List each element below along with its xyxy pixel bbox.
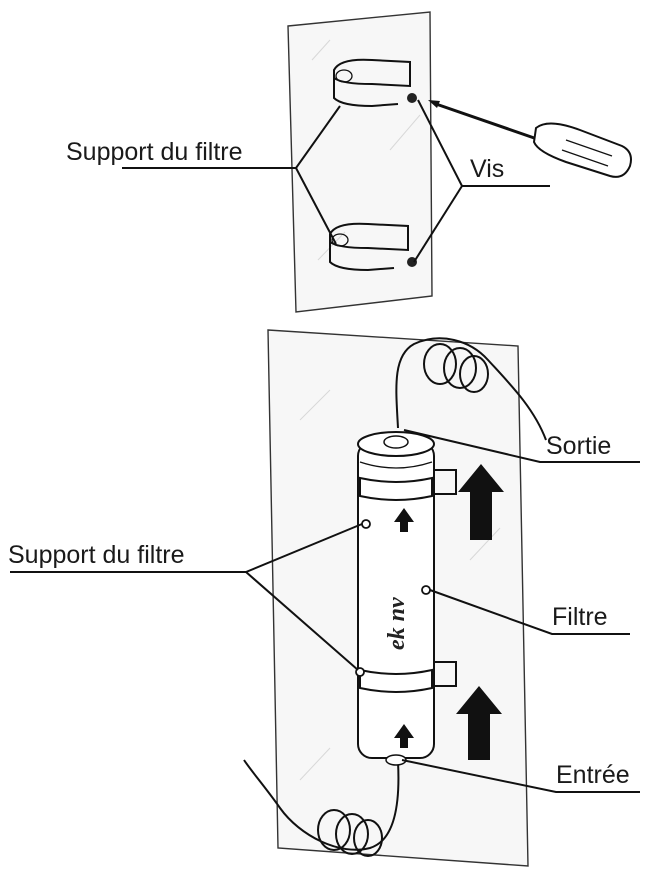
screw-label: Vis [470, 155, 504, 183]
filter-label: Filtre [552, 603, 608, 631]
arrow-up-icon [394, 508, 414, 532]
outlet-label: Sortie [546, 432, 611, 460]
top-mounting-diagram: Support du filtre Vis [66, 11, 632, 313]
inlet-tube [243, 759, 400, 857]
top-wall-panel [287, 11, 433, 313]
outlet-tube [395, 337, 547, 441]
upper-wall-clip [333, 58, 417, 108]
screwdriver-icon [428, 100, 632, 178]
bottom-filter-diagram: ek nv Support du filtre Sortie Filtre En… [8, 329, 640, 867]
inlet-leader [401, 759, 640, 793]
outlet-leader [403, 429, 640, 463]
arrow-up-icon [394, 724, 414, 748]
brand-mark: ek nv [384, 597, 410, 650]
inlet-label: Entrée [556, 761, 630, 789]
arrow-up-icon [458, 464, 504, 540]
arrow-up-icon [456, 686, 502, 760]
lower-wall-clip [329, 222, 417, 272]
filter-cartridge: ek nv [357, 431, 435, 766]
filter-leader [429, 589, 630, 635]
top-support-label: Support du filtre [66, 138, 243, 166]
bottom-support-label: Support du filtre [8, 541, 185, 569]
